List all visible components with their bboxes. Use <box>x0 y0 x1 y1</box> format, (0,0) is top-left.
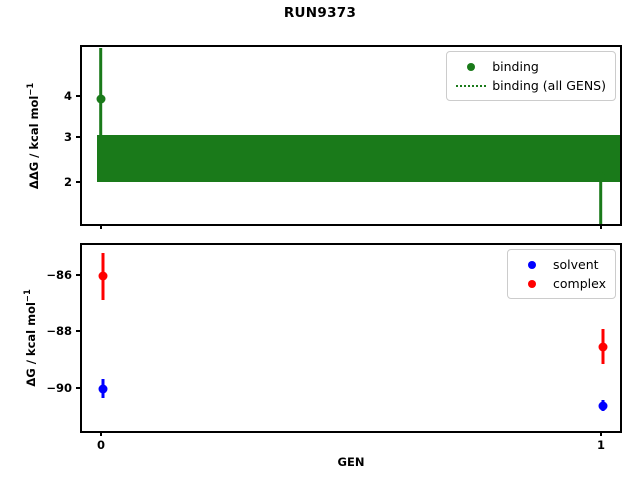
binding-marker-gen1 <box>596 172 605 181</box>
dg-legend-item-solvent[interactable]: solvent <box>515 255 606 274</box>
ddg-legend-label-binding-all-gens: binding (all GENS) <box>492 78 606 93</box>
dg-xtick-label-0: 0 <box>96 438 106 452</box>
dg-ytick-mark-minus90 <box>75 387 80 390</box>
complex-marker-gen0 <box>98 271 108 281</box>
ddg-plot-area: binding binding (all GENS) <box>80 45 622 226</box>
ddg-y-axis-label-exponent: −1 <box>25 82 36 96</box>
ddg-ytick-label-4: 4 <box>63 89 72 103</box>
ddg-y-axis-label: ΔΔG / kcal mol−1 <box>25 56 41 216</box>
dg-plot-area: solvent complex <box>80 243 622 433</box>
binding-marker-gen0 <box>96 94 105 104</box>
ddg-legend-item-binding[interactable]: binding <box>454 57 606 76</box>
dg-y-axis-label-main: ΔG / kcal mol <box>23 302 38 387</box>
ddg-xtick-mark-1 <box>600 224 603 229</box>
solvent-legend-dot-icon <box>515 260 549 269</box>
figure-title: RUN9373 <box>283 5 357 21</box>
dg-ytick-mark-minus88 <box>75 330 80 333</box>
dg-legend-label-solvent: solvent <box>553 257 599 272</box>
dg-ytick-label-minus86: −86 <box>46 268 72 282</box>
dg-xtick-mark-0 <box>100 431 103 436</box>
dg-xtick-label-1: 1 <box>596 438 606 452</box>
ddg-legend-item-binding-all-gens[interactable]: binding (all GENS) <box>454 76 606 95</box>
solvent-marker-gen0 <box>98 384 108 393</box>
dg-xtick-mark-1 <box>600 431 603 436</box>
dg-ytick-label-minus90: −90 <box>46 381 72 395</box>
ddg-ytick-label-2: 2 <box>63 175 72 189</box>
x-axis-label: GEN <box>337 455 365 469</box>
ddg-ytick-mark-2 <box>75 181 80 184</box>
dg-ytick-label-minus88: −88 <box>46 324 72 338</box>
ddg-legend-label-binding: binding <box>492 59 539 74</box>
ddg-ytick-mark-4 <box>75 95 80 98</box>
dg-legend-item-complex[interactable]: complex <box>515 274 606 293</box>
dg-legend: solvent complex <box>507 249 616 299</box>
binding-all-gens-legend-dotted-line-icon <box>454 84 488 87</box>
dg-ytick-mark-minus86 <box>75 274 80 277</box>
ddg-ytick-label-3: 3 <box>63 130 72 144</box>
dg-y-axis-label: ΔG / kcal mol−1 <box>22 258 38 418</box>
ddg-ytick-mark-3 <box>75 136 80 139</box>
binding-errorbar-gen1 <box>598 142 603 224</box>
binding-all-gens-dotted-line <box>97 135 620 137</box>
dg-y-axis-label-exponent: −1 <box>22 289 33 303</box>
ddg-y-axis-label-main: ΔΔG / kcal mol <box>26 95 41 190</box>
dg-legend-label-complex: complex <box>553 276 606 291</box>
complex-marker-gen1 <box>598 342 608 351</box>
ddg-xtick-mark-0 <box>100 224 103 229</box>
ddg-legend: binding binding (all GENS) <box>446 51 616 101</box>
binding-all-gens-band <box>97 135 620 182</box>
binding-legend-dot-icon <box>454 62 488 71</box>
solvent-marker-gen1 <box>598 401 608 410</box>
complex-legend-dot-icon <box>515 279 549 288</box>
